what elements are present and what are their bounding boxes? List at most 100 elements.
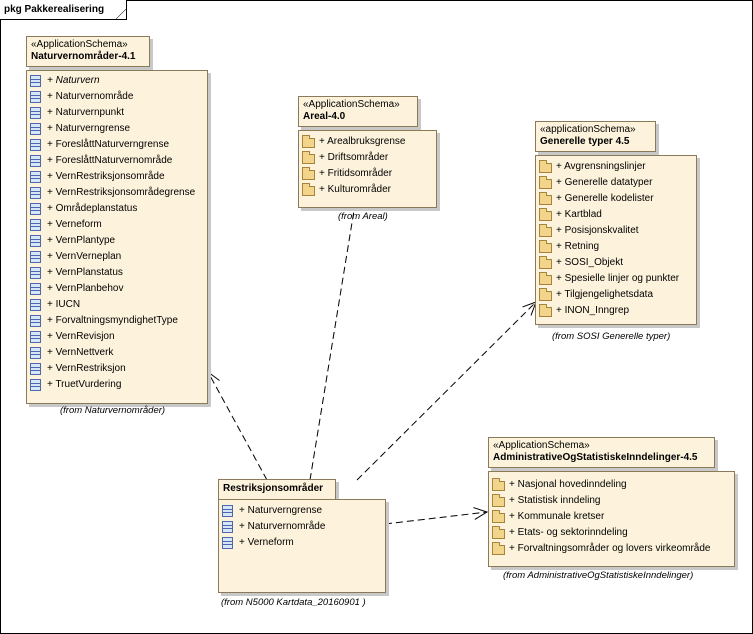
package-name: Restriksjonsområder bbox=[223, 483, 324, 494]
package-member[interactable]: + TruetVurdering bbox=[27, 377, 207, 393]
package-member-label: + Statistisk inndeling bbox=[509, 495, 601, 506]
package-member[interactable]: + Retning bbox=[536, 239, 696, 255]
package-member-label: + SOSI_Objekt bbox=[556, 257, 623, 268]
package-member[interactable]: + VernNettverk bbox=[27, 345, 207, 361]
package-member[interactable]: + Driftsområder bbox=[299, 150, 436, 166]
package-member-label: + VernRestriksjonsområde bbox=[47, 171, 165, 182]
package-member[interactable]: + Naturverngrense bbox=[27, 121, 207, 137]
package-member[interactable]: + VernRestriksjonsområde bbox=[27, 169, 207, 185]
package-member[interactable]: + Naturvernområde bbox=[27, 89, 207, 105]
package-member-label: + Avgrensningslinjer bbox=[556, 161, 646, 172]
package-member[interactable]: + Naturverngrense bbox=[219, 503, 385, 519]
class-icon bbox=[30, 347, 41, 359]
package-member[interactable]: + Verneform bbox=[27, 217, 207, 233]
package-member-label: + VernPlanbehov bbox=[47, 283, 124, 294]
package-member[interactable]: + SOSI_Objekt bbox=[536, 255, 696, 271]
package-member[interactable]: + ForeslåttNaturvernområde bbox=[27, 153, 207, 169]
package-member-label: + Naturverngrense bbox=[47, 123, 131, 134]
package-folder-icon bbox=[539, 288, 552, 301]
package-member-label: + Verneform bbox=[47, 219, 102, 230]
package-member[interactable]: + Kommunale kretser bbox=[489, 509, 734, 525]
package-member[interactable]: + VernPlanstatus bbox=[27, 265, 207, 281]
package-member-label: + Kulturområder bbox=[319, 184, 391, 195]
link-restriksjon-to-areal bbox=[309, 190, 362, 481]
package-member[interactable]: + Kulturområder bbox=[299, 182, 436, 198]
class-icon bbox=[30, 267, 41, 279]
package-member[interactable]: + ForvaltningsmyndighetType bbox=[27, 313, 207, 329]
package-folder-icon bbox=[539, 176, 552, 189]
class-icon bbox=[30, 219, 41, 231]
package-member[interactable]: + Naturvernområde bbox=[219, 519, 385, 535]
package-member[interactable]: + Etats- og sektorinndeling bbox=[489, 525, 734, 541]
package-member[interactable]: + VernRevisjon bbox=[27, 329, 207, 345]
package-member[interactable]: + Verneform bbox=[219, 535, 385, 551]
package-member[interactable]: + VernPlanbehov bbox=[27, 281, 207, 297]
package-folder-icon bbox=[492, 478, 505, 491]
class-icon bbox=[222, 521, 233, 533]
package-member[interactable]: + VernVerneplan bbox=[27, 249, 207, 265]
from-label-restriksjon: (from N5000 Kartdata_20160901 ) bbox=[221, 597, 366, 608]
package-member[interactable]: + VernPlantype bbox=[27, 233, 207, 249]
package-member-label: + Etats- og sektorinndeling bbox=[509, 527, 628, 538]
package-folder-icon bbox=[539, 160, 552, 173]
link-restriksjon-to-naturvern bbox=[207, 370, 268, 481]
package-tab: «applicationSchema» Generelle typer 4.5 bbox=[535, 121, 656, 152]
package-member-label: + VernNettverk bbox=[47, 347, 114, 358]
package-folder-icon bbox=[302, 151, 315, 164]
package-member-label: + Naturvernområde bbox=[47, 91, 134, 102]
package-member[interactable]: + Posisjonskvalitet bbox=[536, 223, 696, 239]
package-member[interactable]: + Kartblad bbox=[536, 207, 696, 223]
package-member[interactable]: + Avgrensningslinjer bbox=[536, 159, 696, 175]
package-name: Areal-4.0 bbox=[303, 111, 346, 122]
package-folder-icon bbox=[302, 167, 315, 180]
package-member-label: + Nasjonal hovedinndeling bbox=[509, 479, 627, 490]
package-member[interactable]: + INON_Inngrep bbox=[536, 303, 696, 319]
package-member-label: + VernRestriksjonsområdegrense bbox=[47, 187, 196, 198]
package-member[interactable]: + Statistisk inndeling bbox=[489, 493, 734, 509]
package-member-label: + Områdeplanstatus bbox=[47, 203, 138, 214]
package-folder-icon bbox=[539, 192, 552, 205]
package-stereotype: «applicationSchema» bbox=[540, 124, 636, 135]
package-member[interactable]: + VernRestriksjon bbox=[27, 361, 207, 377]
package-member[interactable]: + Spesielle linjer og punkter bbox=[536, 271, 696, 287]
from-label-naturvern: (from Naturvernområder) bbox=[60, 405, 166, 416]
class-icon bbox=[222, 505, 233, 517]
class-icon bbox=[30, 315, 41, 327]
package-member-label: + VernRestriksjon bbox=[47, 363, 126, 374]
package-folder-icon bbox=[539, 272, 552, 285]
package-member[interactable]: + Tilgjengelighetsdata bbox=[536, 287, 696, 303]
package-member[interactable]: + Arealbruksgrense bbox=[299, 134, 436, 150]
package-tab: «ApplicationSchema» Areal-4.0 bbox=[298, 96, 418, 127]
package-member[interactable]: + Naturvern bbox=[27, 73, 207, 89]
package-member[interactable]: + IUCN bbox=[27, 297, 207, 313]
package-folder-icon bbox=[539, 240, 552, 253]
package-folder-icon bbox=[539, 224, 552, 237]
class-icon bbox=[30, 171, 41, 183]
package-member-label: + Forvaltningsområder og lovers virkeomr… bbox=[509, 543, 711, 554]
package-member[interactable]: + VernRestriksjonsområdegrense bbox=[27, 185, 207, 201]
from-label-areal: (from Areal) bbox=[338, 211, 388, 222]
package-member-label: + Arealbruksgrense bbox=[319, 136, 406, 147]
package-member[interactable]: + Områdeplanstatus bbox=[27, 201, 207, 217]
package-member-label: + INON_Inngrep bbox=[556, 305, 630, 316]
package-member[interactable]: + Nasjonal hovedinndeling bbox=[489, 477, 734, 493]
package-member-label: + ForvaltningsmyndighetType bbox=[47, 315, 178, 326]
class-icon bbox=[30, 187, 41, 199]
package-folder-icon bbox=[539, 256, 552, 269]
package-member[interactable]: + ForeslåttNaturverngrense bbox=[27, 137, 207, 153]
package-member-label: + Verneform bbox=[239, 537, 294, 548]
package-member[interactable]: + Fritidsområder bbox=[299, 166, 436, 182]
frame-title: pkg Pakkerealisering bbox=[0, 0, 128, 20]
package-member-label: + ForeslåttNaturvernområde bbox=[47, 155, 173, 166]
package-member[interactable]: + Naturvernpunkt bbox=[27, 105, 207, 121]
package-member[interactable]: + Generelle datatyper bbox=[536, 175, 696, 191]
package-name: AdministrativeOgStatistiskeInndelinger-4… bbox=[493, 452, 698, 463]
package-member[interactable]: + Generelle kodelister bbox=[536, 191, 696, 207]
class-icon bbox=[30, 235, 41, 247]
package-member[interactable]: + Forvaltningsområder og lovers virkeomr… bbox=[489, 541, 734, 557]
package-folder-icon bbox=[492, 526, 505, 539]
class-icon bbox=[30, 379, 41, 391]
class-icon bbox=[222, 537, 233, 549]
class-icon bbox=[30, 75, 41, 87]
